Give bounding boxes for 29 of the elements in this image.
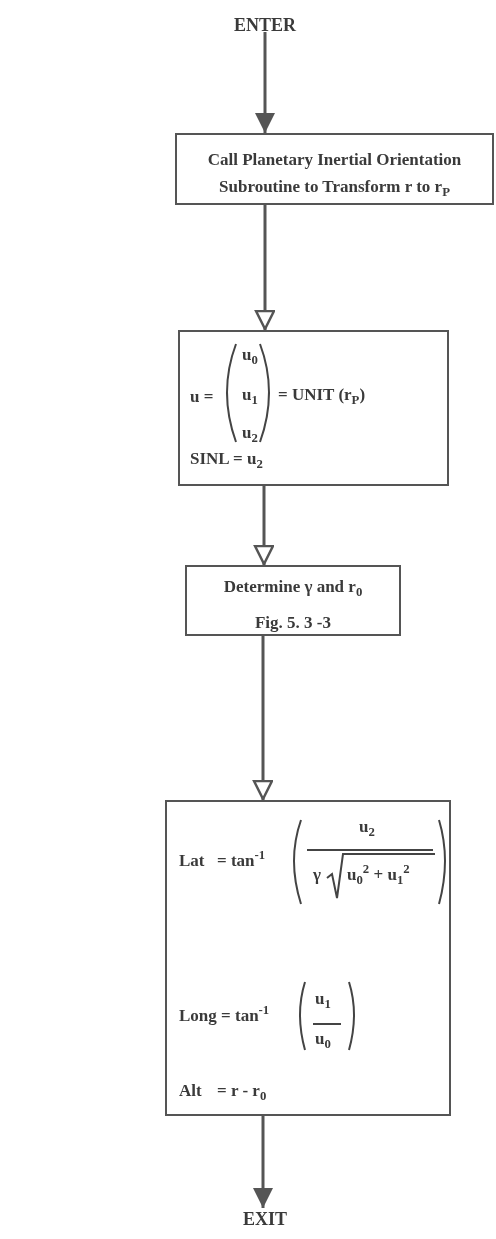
formula-text: u$_{2}$ <box>359 818 375 837</box>
formula-text: u = <box>190 388 214 407</box>
formula-text: = UNIT (r$_{P}$) <box>278 386 366 405</box>
formula-text: SINL = u$_{2}$ <box>190 450 263 469</box>
formula-text: = r - r$_{0}$ <box>217 1082 267 1101</box>
exit-label: EXIT <box>243 1210 287 1230</box>
formula-text: u$_{0}$ <box>315 1030 331 1049</box>
process-box <box>165 800 451 1116</box>
entry-label: ENTER <box>234 16 296 36</box>
arrow <box>253 486 275 566</box>
formula-text: = tan$^{-1}$ <box>217 852 266 871</box>
formula-text: u$_{1}$ <box>315 990 331 1009</box>
formula-text: u$_{2}$ <box>242 424 258 443</box>
arrow <box>253 1116 273 1208</box>
formula-text: Long = tan$^{-1}$ <box>179 1007 270 1026</box>
formula-text: Determine γ and r$_{0}$ <box>223 576 363 601</box>
arrow <box>254 205 276 331</box>
process-box <box>185 565 401 636</box>
arrow <box>252 636 274 801</box>
process-box <box>178 330 449 486</box>
formula-text: u$_{1}$ <box>242 386 258 405</box>
formula-text: Fig. 5. 3 -3 <box>255 611 331 634</box>
formula-text: Lat <box>179 852 205 871</box>
formula-text: u$_{0}$ <box>242 346 258 365</box>
formula-text: γ <box>313 866 321 885</box>
arrow <box>255 32 275 133</box>
formula-text: Call Planetary Inertial Orientation Subroutine to Transform r to r$_{P}$ <box>206 148 463 201</box>
process-box <box>175 133 494 205</box>
formula-text: Alt <box>179 1082 202 1101</box>
